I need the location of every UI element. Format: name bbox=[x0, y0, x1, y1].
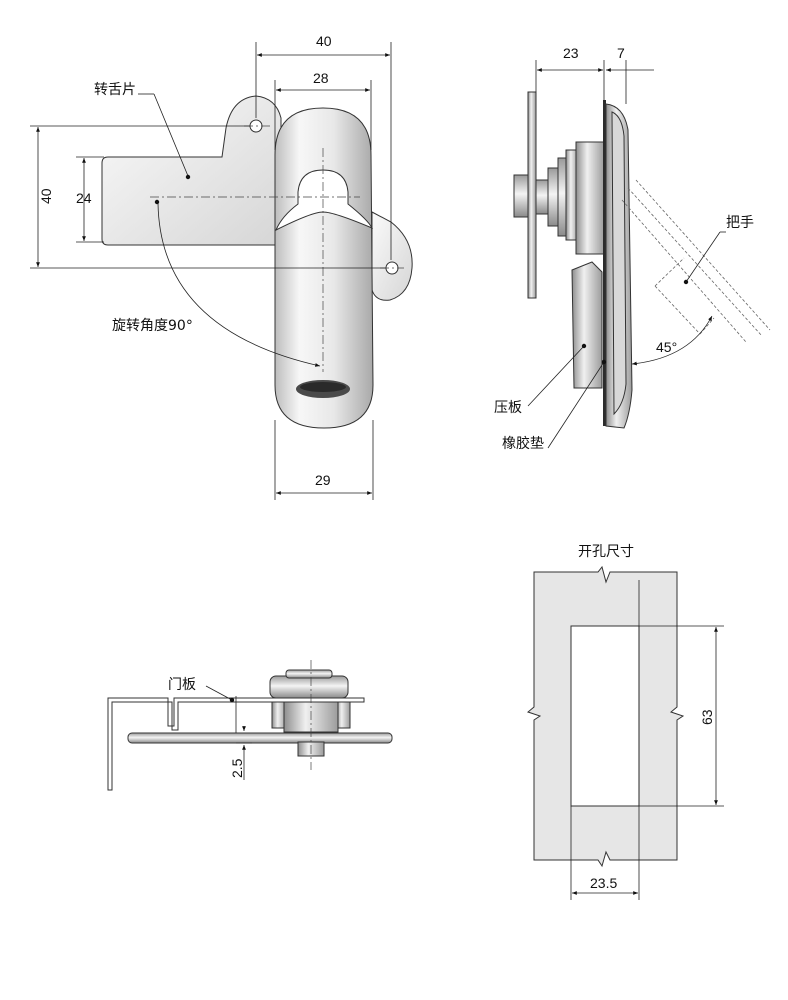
side-pressure-plate bbox=[571, 261, 603, 389]
angle-arc bbox=[631, 315, 713, 366]
bottom-tongue-bar bbox=[127, 732, 393, 744]
label-rotation-angle: 旋转角度90° bbox=[112, 318, 193, 334]
label-tongue: 转舌片 bbox=[94, 82, 136, 98]
label-pressure-plate: 压板 bbox=[494, 400, 522, 416]
dim-depth-a: 23 bbox=[563, 45, 579, 61]
tongue-plate bbox=[101, 95, 282, 246]
side-handle-rotated bbox=[627, 187, 763, 337]
label-door-panel: 门板 bbox=[168, 677, 196, 693]
bottom-view: 2.5 门板 bbox=[107, 660, 393, 791]
dim-tongue-height: 24 bbox=[76, 190, 92, 206]
side-tongue-plate bbox=[527, 91, 537, 299]
side-nut bbox=[513, 174, 529, 218]
dim-cutout-width: 23.5 bbox=[590, 875, 617, 891]
dim-handle-bottom-width: 29 bbox=[315, 472, 331, 488]
front-view: 40 28 40 24 29 转舌片 旋转角度90° bbox=[30, 33, 413, 500]
label-handle: 把手 bbox=[726, 215, 754, 231]
door-panel-profile bbox=[107, 697, 365, 791]
dim-overall-height: 40 bbox=[38, 188, 54, 204]
dim-cutout-height: 63 bbox=[699, 709, 715, 725]
side-view: 23 7 45° 把手 压板 橡胶垫 bbox=[494, 45, 771, 452]
lower-ear bbox=[371, 211, 413, 301]
cutout-hole bbox=[570, 625, 640, 807]
cutout-view: 开孔尺寸 63 23.5 bbox=[526, 544, 724, 900]
side-gasket bbox=[603, 100, 606, 426]
cutout-title: 开孔尺寸 bbox=[578, 544, 634, 560]
rotation-arc bbox=[157, 202, 321, 367]
dim-handle-width: 28 bbox=[313, 70, 329, 86]
dim-overall-width: 40 bbox=[316, 33, 332, 49]
dim-angle: 45° bbox=[656, 339, 677, 355]
dim-depth-b: 7 bbox=[617, 45, 625, 61]
dim-offset: 2.5 bbox=[229, 758, 245, 778]
label-rubber-gasket: 橡胶垫 bbox=[502, 435, 544, 452]
